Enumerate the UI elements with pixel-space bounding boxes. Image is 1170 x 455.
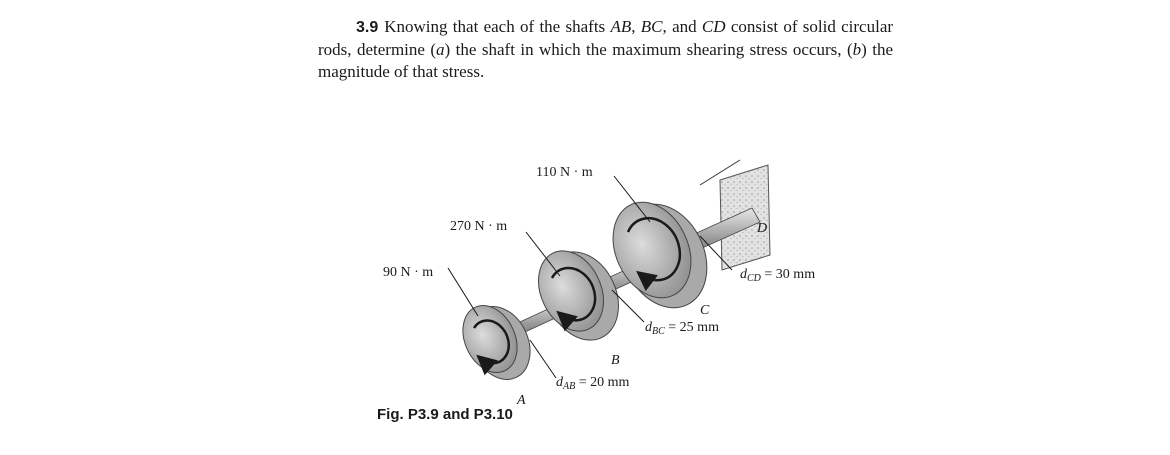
shaft-cd-name: CD (701, 17, 726, 36)
part-a-label: a (436, 40, 445, 59)
gear-disk-b (538, 250, 619, 341)
part-b-label: b (852, 40, 862, 59)
point-a-label: A (516, 393, 526, 408)
problem-text-pre: Knowing that each of the shafts (384, 17, 611, 36)
gear-disk-a (462, 305, 531, 380)
shaft-bc-name: BC (640, 17, 663, 36)
torque-90-label: 90 N · m (383, 265, 433, 280)
point-c-label: C (700, 303, 710, 318)
torque-270-label: 270 N · m (450, 219, 507, 234)
and-text: , and (662, 17, 702, 36)
problem-number: 3.9 (356, 19, 379, 36)
diameter-cd-label: dCD = 30 mm (740, 267, 815, 284)
problem-text-mid: consist of solid circular rods, determin… (318, 17, 894, 59)
torque-110-label: 110 N · m (536, 165, 593, 180)
leader-lines (447, 175, 733, 379)
diameter-ab-label: dAB = 20 mm (556, 375, 630, 392)
gear-disk-c (612, 201, 708, 309)
problem-text-a: ) the shaft in which the maximum shearin… (444, 40, 853, 59)
diameter-bc-label: dBC = 25 mm (645, 320, 719, 337)
figure-caption: Fig. P3.9 and P3.10 (377, 406, 513, 423)
fixed-support-wall (699, 159, 771, 271)
shaft-ab-name: AB (610, 17, 632, 36)
point-d-label: D (756, 221, 767, 236)
comma: , (631, 17, 641, 36)
point-b-label: B (611, 353, 620, 368)
problem-statement: 3.9 Knowing that each of the shafts AB, B… (318, 16, 893, 83)
problem-text-b: ) the magnitude of that stress. (318, 40, 893, 81)
